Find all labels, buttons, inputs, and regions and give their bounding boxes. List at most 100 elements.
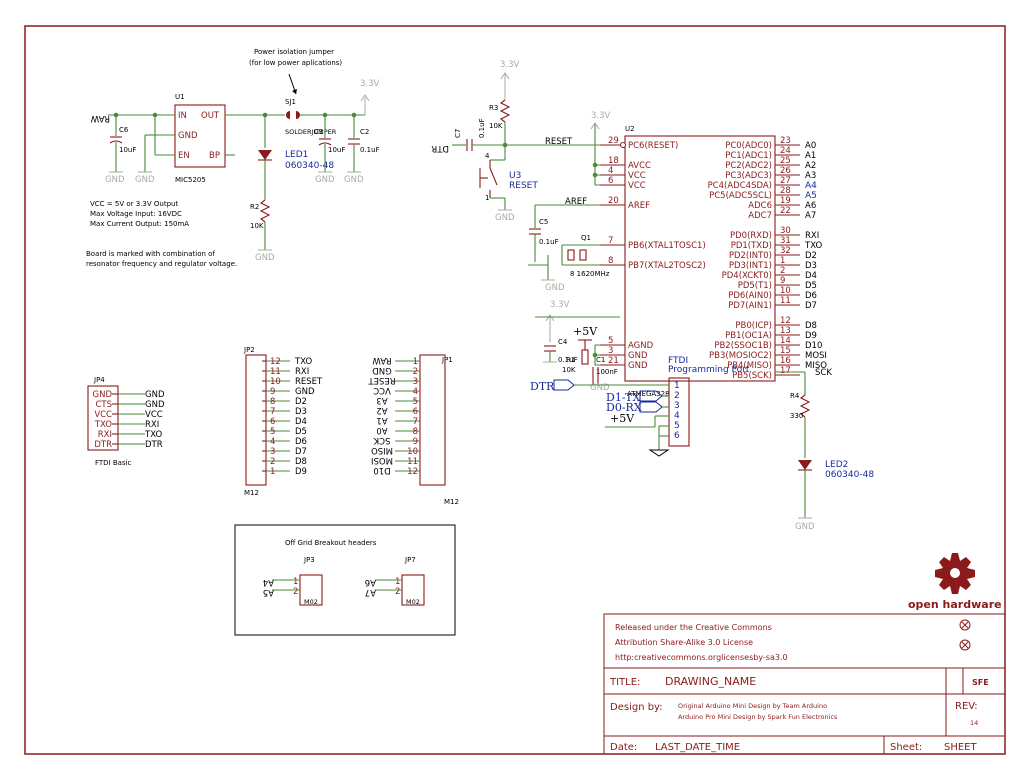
supply-33-r3: 3.3V (500, 60, 520, 70)
jp2-pin-8: 8 (270, 397, 275, 407)
title-value: DRAWING_NAME (665, 675, 756, 688)
mcu-pin-num-31: 31 (780, 236, 791, 246)
jp3-pin-2: 2 (293, 587, 298, 597)
r3-value: 10K (489, 122, 503, 130)
c7-value: 0.1uF (478, 118, 486, 138)
mcu-net-a2: A2 (805, 161, 816, 171)
jp2-pin-10: 10 (270, 377, 281, 387)
jp7-label: M02 (406, 598, 420, 606)
sj1-ref: SJ1 (285, 98, 296, 106)
jp4-net-2: VCC (145, 410, 163, 420)
mcu-pin-name-23: PC0(ADC0) (725, 141, 772, 151)
mcu-net-d3: D3 (805, 261, 817, 271)
drawing-frame (24, 25, 1006, 755)
license-line-2: Attribution Share-Alike 3.0 License (615, 638, 753, 647)
jp1-net-2: GND (372, 365, 392, 375)
supply-33-c4: 3.3V (550, 300, 570, 310)
jp1-pin-8: 8 (413, 427, 418, 437)
supply-5v-r1: +5V (573, 325, 598, 338)
mcu-pin-num-22: 22 (780, 206, 791, 216)
date-value: LAST_DATE_TIME (655, 742, 740, 753)
c2-value: 0.1uF (360, 146, 380, 154)
jp2-net-4: D6 (295, 437, 307, 447)
gnd-label-r2: GND (255, 253, 275, 263)
led2-ref: LED2 (825, 460, 848, 470)
c6-ref: C6 (119, 126, 129, 134)
mcu-pin-num-26: 26 (780, 166, 791, 176)
mcu-pin-num-20: 20 (608, 196, 619, 206)
jp1-pins: 1RAW2GND3RESET4VCC5A36A27A18A09SCK10MISO… (368, 355, 420, 477)
jp1-label: M12 (444, 498, 459, 506)
c2-ref: C2 (360, 128, 369, 136)
jp4-pin-vcc: VCC (94, 410, 112, 420)
jp2-net-10: RESET (295, 377, 323, 387)
jp1-net-11: MOSI (371, 455, 393, 465)
mcu-pin-name-30: PD0(RXD) (730, 231, 772, 241)
supply-33-mcu: 3.3V (591, 111, 611, 121)
mcu-net-a0: A0 (805, 141, 816, 151)
gnd-label-c1: GND (315, 175, 335, 185)
jp4-ref: JP4 (93, 376, 105, 384)
mcu-pin-name-2: PD4(XCKT0) (722, 271, 772, 281)
jp3-pin-1: 1 (293, 577, 298, 587)
mcu-net-txo: TXO (804, 241, 822, 251)
mcu-pin-num-12: 12 (780, 316, 791, 326)
c4-ref: C4 (558, 338, 568, 346)
mcu-pin-num-15: 15 (780, 346, 791, 356)
mcu-pin-name-7: PB6(XTAL1TOSC1) (628, 241, 706, 251)
mcu-pin-name-5: AGND (628, 341, 654, 351)
raw-net-label: RAW (90, 113, 110, 123)
mcu-net-d10: D10 (805, 341, 822, 351)
mcu-pin-num-29: 29 (608, 136, 619, 146)
mcu-pin-name-10: PD6(AIN0) (728, 291, 772, 301)
u1-box (174, 104, 226, 168)
mcu-pin-name-26: PC3(ADC3) (725, 171, 772, 181)
open-hardware-logo: open hardware (908, 553, 1002, 611)
jp4-net-4: TXO (144, 430, 162, 440)
jp1-pin-6: 6 (413, 407, 418, 417)
gnd-label-c5: GND (545, 283, 565, 293)
jp2-net-5: D5 (295, 427, 307, 437)
jp1-net-9: SCK (373, 435, 390, 445)
mcu-pin-name-8: PB7(XTAL2TOSC2) (628, 261, 706, 271)
q1-ref: Q1 (581, 234, 591, 242)
gnd-label-led2: GND (795, 522, 815, 532)
mcu-net-a4: A4 (805, 181, 817, 191)
jp4-net-5: DTR (145, 440, 163, 450)
note-line-3: Max Current Output: 150mA (90, 220, 189, 228)
u1-part: MIC5205 (175, 176, 206, 184)
mcu-net-a3: A3 (805, 171, 816, 181)
mcu-pin-name-27: PC4(ADC4SDA) (708, 181, 772, 191)
license-line-3: http:creativecommons.orglicensesby-sa3.0 (615, 653, 788, 662)
jp4-net-3: RXI (145, 420, 159, 430)
jp2-pin-7: 7 (270, 407, 275, 417)
gnd-label-u1: GND (135, 175, 155, 185)
q1-value: 8 1620MHz (570, 270, 610, 278)
mcu-pin-name-9: PD5(T1) (738, 281, 772, 291)
mcu-pin-num-19: 19 (780, 196, 791, 206)
ftdi-prog-pin-5: 5 (674, 421, 680, 431)
r2-ref: R2 (250, 203, 259, 211)
mcu-net-a7: A7 (805, 211, 816, 221)
rev-label: REV: (955, 701, 978, 712)
jp4-pin-cts: CTS (95, 400, 112, 410)
mcu-pin-num-13: 13 (780, 326, 791, 336)
mcu-pin-num-7: 7 (608, 236, 613, 246)
jp2-net-7: D3 (295, 407, 307, 417)
mcu-pin-name-11: PD7(AIN1) (728, 301, 772, 311)
jp4-net-1: GND (145, 400, 165, 410)
mcu-net-d4: D4 (805, 271, 817, 281)
jp2-pin-9: 9 (270, 387, 275, 397)
jp1-net-4: VCC (373, 385, 391, 395)
mcu-right-pins: 23PC0(ADC0)A024PC1(ADC1)A125PC2(ADC2)A22… (708, 136, 828, 381)
jp2-net-8: D2 (295, 397, 307, 407)
mcu-pin-num-30: 30 (780, 226, 791, 236)
mcu-pin-name-16: PB4(MISO) (727, 361, 772, 371)
ftdi-prog-title1: FTDI (668, 356, 688, 366)
license-line-1: Released under the Creative Commons (615, 623, 772, 632)
mcu-pin-name-15: PB3(MOSIOC2) (709, 351, 772, 361)
mcu-pin-num-5: 5 (608, 336, 613, 346)
jp2-net-9: GND (295, 387, 315, 397)
